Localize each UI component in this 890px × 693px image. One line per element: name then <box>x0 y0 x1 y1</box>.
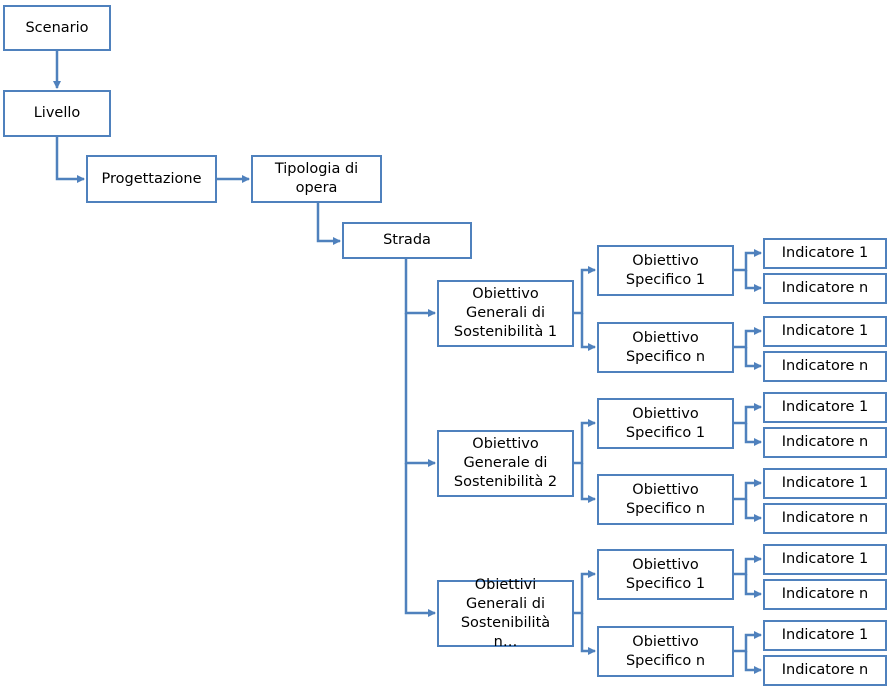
node-obiettivo-specifico-1-n: Obiettivo Specifico n <box>597 322 734 373</box>
connector-specifico-3-2-indicatore-n <box>744 651 762 674</box>
node-obiettivo-generale-1: Obiettivo Generali di Sostenibilità 1 <box>437 280 574 347</box>
node-scenario: Scenario <box>3 5 111 51</box>
node-indicatore-2-n-1: Indicatore 1 <box>763 468 887 499</box>
connector-strada-generale-n <box>404 463 436 617</box>
node-indicatore-1-n-n: Indicatore n <box>763 351 887 382</box>
connector-generale-1-specifico-1 <box>574 266 596 315</box>
connector-livello-progettazione <box>55 137 85 183</box>
connector-strada-generale-1 <box>404 259 436 317</box>
node-obiettivo-specifico-2-1: Obiettivo Specifico 1 <box>597 398 734 449</box>
connector-specifico-1-2-indicatore-1 <box>734 327 762 349</box>
connector-specifico-2-2-indicatore-1 <box>734 479 762 501</box>
node-obiettivo-generale-2: Obiettivo Generale di Sostenibilità 2 <box>437 430 574 497</box>
connector-generale-1-specifico-n <box>580 313 596 351</box>
node-obiettivo-generale-n: Obiettivi Generali di Sostenibilità n… <box>437 577 574 650</box>
connector-specifico-2-1-indicatore-1 <box>734 403 762 425</box>
node-livello: Livello <box>3 90 111 137</box>
connector-specifico-3-1-indicatore-n <box>744 574 762 598</box>
node-indicatore-n-n-n: Indicatore n <box>763 655 887 686</box>
node-indicatore-2-1-1: Indicatore 1 <box>763 392 887 423</box>
connector-tipologia-strada <box>316 203 341 245</box>
node-indicatore-2-1-n: Indicatore n <box>763 427 887 458</box>
node-tipologia-di-opera: Tipologia di opera <box>251 155 382 203</box>
connector-specifico-2-1-indicatore-n <box>744 423 762 446</box>
node-indicatore-1-1-n: Indicatore n <box>763 273 887 304</box>
node-obiettivo-specifico-2-n: Obiettivo Specifico n <box>597 474 734 525</box>
node-indicatore-n-1-n: Indicatore n <box>763 579 887 610</box>
connector-strada-generale-2 <box>404 313 436 467</box>
node-strada: Strada <box>342 222 472 259</box>
node-indicatore-n-1-1: Indicatore 1 <box>763 544 887 575</box>
connector-generale-3-specifico-n <box>580 613 596 655</box>
node-obiettivo-specifico-1-1: Obiettivo Specifico 1 <box>597 245 734 296</box>
connector-specifico-2-2-indicatore-n <box>744 499 762 522</box>
node-indicatore-n-n-1: Indicatore 1 <box>763 620 887 651</box>
connector-specifico-3-1-indicatore-1 <box>734 555 762 576</box>
connector-generale-3-specifico-1 <box>574 570 596 615</box>
connector-specifico-1-2-indicatore-n <box>744 347 762 370</box>
node-indicatore-1-1-1: Indicatore 1 <box>763 238 887 269</box>
connector-generale-2-specifico-n <box>580 463 596 503</box>
node-obiettivo-specifico-n-n: Obiettivo Specifico n <box>597 626 734 677</box>
node-indicatore-1-n-1: Indicatore 1 <box>763 316 887 347</box>
node-obiettivo-specifico-n-1: Obiettivo Specifico 1 <box>597 549 734 600</box>
connector-specifico-1-1-indicatore-n <box>744 270 762 292</box>
connector-specifico-3-2-indicatore-1 <box>734 631 762 653</box>
node-indicatore-2-n-n: Indicatore n <box>763 503 887 534</box>
connector-specifico-1-1-indicatore-1 <box>734 249 762 272</box>
connector-generale-2-specifico-1 <box>574 419 596 465</box>
node-progettazione: Progettazione <box>86 155 217 203</box>
